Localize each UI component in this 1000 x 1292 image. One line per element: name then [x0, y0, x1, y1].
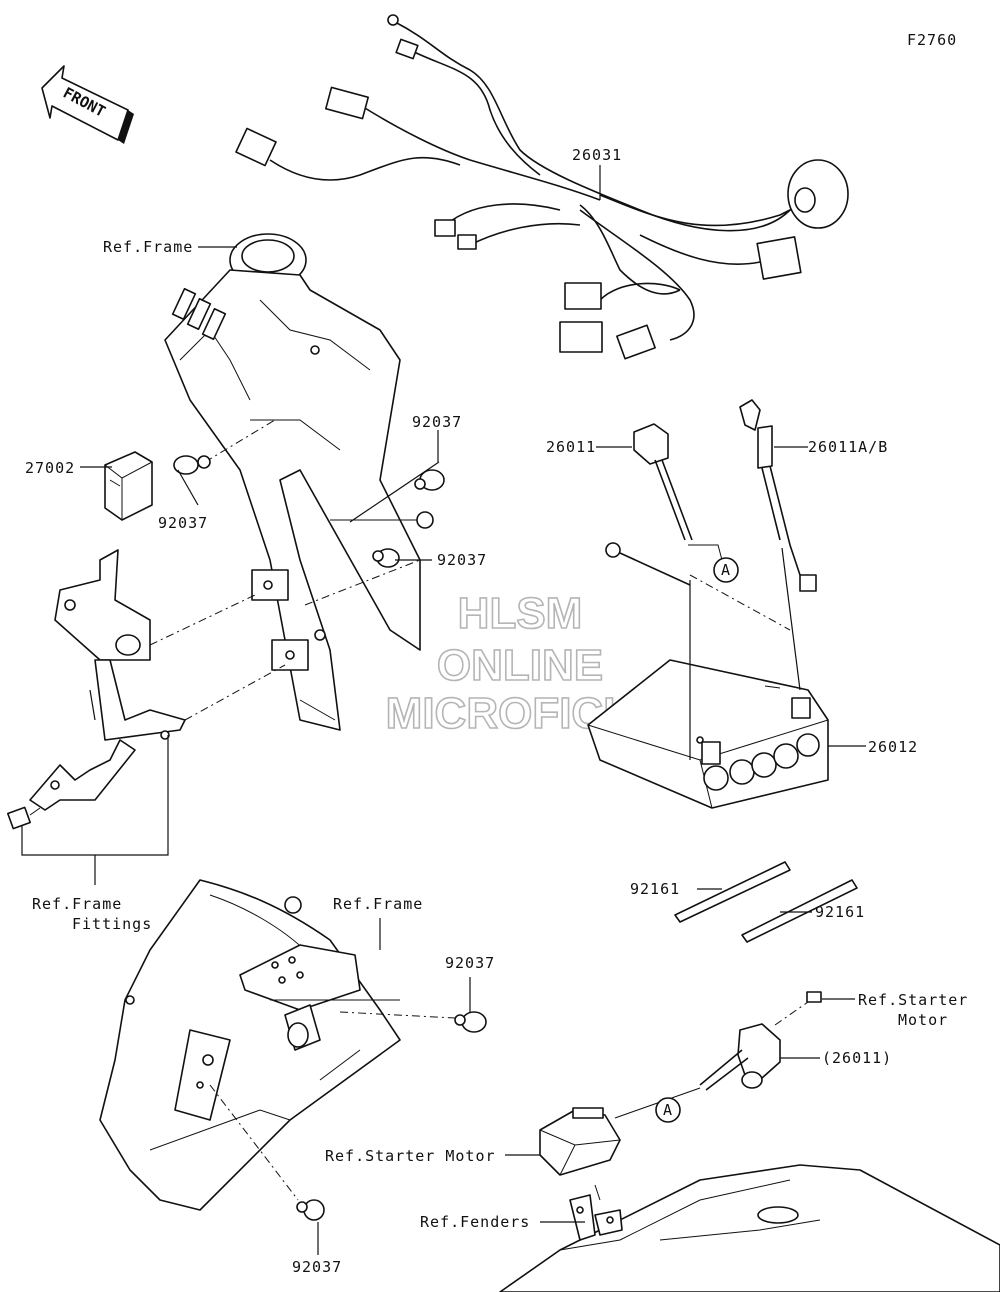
label-clamp-2: 92037	[158, 514, 208, 532]
callout-a-upper: A	[688, 544, 739, 583]
clamp-lower-right[interactable]	[339, 1011, 487, 1033]
watermark-line-2: ONLINE	[437, 641, 603, 690]
label-clamp-1: 92037	[412, 413, 462, 431]
label-ref-frame-top: Ref.Frame	[103, 238, 193, 256]
watermark-line-1: HLSM	[458, 589, 583, 638]
rear-frame	[99, 879, 401, 1211]
label-band-1: 92161	[630, 880, 680, 898]
clamp-middle[interactable]	[372, 548, 400, 568]
label-battery: 26012	[868, 738, 918, 756]
clamp-upper-left[interactable]	[173, 455, 211, 475]
label-starter-motor-right-1: Ref.Starter	[858, 991, 968, 1009]
negative-cable[interactable]	[739, 399, 817, 592]
battery-band-2[interactable]	[741, 879, 858, 943]
main-frame	[164, 233, 434, 731]
label-clamp-5: 92037	[292, 1258, 342, 1276]
cable-starter[interactable]	[614, 991, 822, 1119]
label-clamp-3: 92037	[437, 551, 487, 569]
callout-a-lower: A	[655, 1097, 681, 1123]
wiring-harness[interactable]	[235, 14, 849, 360]
positive-cable[interactable]	[605, 423, 693, 586]
bracket	[7, 549, 186, 830]
label-frame-fittings-1: Ref.Frame	[32, 895, 122, 913]
label-clamp-4: 92037	[445, 954, 495, 972]
starter-relay[interactable]	[539, 1107, 621, 1176]
battery-band-1[interactable]	[674, 861, 791, 923]
label-frame-fittings-2: Fittings	[72, 915, 152, 933]
label-cable-ref: (26011)	[822, 1049, 892, 1067]
label-fenders: Ref.Fenders	[420, 1213, 530, 1231]
label-band-2: 92161	[815, 903, 865, 921]
label-harness: 26031	[572, 146, 622, 164]
figure-id: F2760	[907, 31, 957, 49]
label-starter-motor-right-2: Motor	[898, 1011, 948, 1029]
callout-a-lower-text: A	[663, 1101, 673, 1119]
label-ref-frame-bottom: Ref.Frame	[333, 895, 423, 913]
clamp-upper-right[interactable]	[414, 469, 445, 491]
label-starter-motor-left: Ref.Starter Motor	[325, 1147, 496, 1165]
assembly-lines	[149, 419, 791, 721]
fender	[499, 1164, 1000, 1292]
front-arrow-icon: FRONT	[41, 65, 134, 144]
label-cable-pos: 26011	[546, 438, 596, 456]
part-labels: 26031 Ref.Frame 92037 27002 92037 92037 …	[25, 146, 968, 1276]
clamp-lower-left[interactable]	[209, 1084, 325, 1221]
battery[interactable]	[587, 659, 829, 809]
label-relay: 27002	[25, 459, 75, 477]
relay[interactable]	[104, 451, 153, 521]
leader-lines	[21, 165, 866, 1255]
label-cable-neg: 26011A/B	[808, 438, 888, 456]
callout-a-upper-text: A	[721, 561, 731, 579]
